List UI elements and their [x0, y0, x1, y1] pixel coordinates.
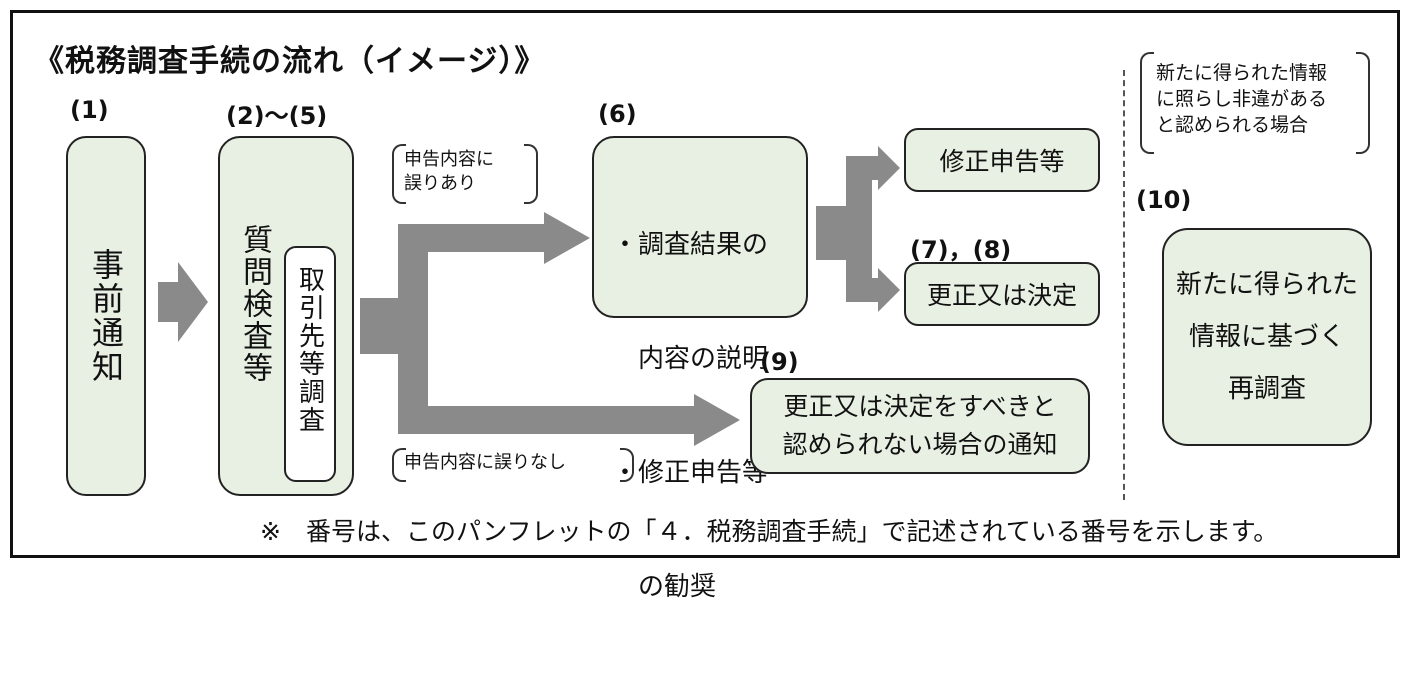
- explanation-line3: ・修正申告等: [612, 458, 769, 488]
- diagram-frame: [10, 10, 1400, 558]
- error-note-line1: 申告内容に: [404, 149, 494, 170]
- reinvestigation-line1: 新たに得られた: [1175, 270, 1358, 300]
- questioning-label: 質問検査等: [237, 224, 272, 384]
- diagram-title: 《税務調査手続の流れ（イメージ）》: [34, 44, 546, 79]
- no-correction-notice-box: 更正又は決定をすべきと 認められない場合の通知: [750, 378, 1090, 474]
- step-number-9: (9): [760, 348, 799, 376]
- correction-box: 更正又は決定: [904, 262, 1100, 326]
- correction-label: 更正又は決定: [926, 281, 1077, 310]
- branch-stem-explanation: [816, 206, 850, 260]
- new-info-bracket-left: [1140, 52, 1154, 154]
- error-bracket-left: [392, 144, 406, 204]
- arrow-notice-to-questioning: [158, 262, 208, 342]
- reinvestigation-line3: 再調査: [1227, 374, 1306, 404]
- step-number-10: (10): [1136, 186, 1192, 214]
- arrow-to-explanation: [398, 224, 548, 252]
- new-info-bracket-right: [1356, 52, 1370, 154]
- new-info-line2: に照らし非違がある: [1156, 88, 1328, 110]
- no-error-bracket-right: [620, 448, 634, 482]
- arrow-to-no-correction: [398, 406, 698, 434]
- new-info-line3: と認められる場合: [1156, 114, 1309, 136]
- footer-note: ※ 番号は、このパンフレットの「４．税務調査手続」で記述されている番号を示します…: [260, 517, 1279, 546]
- branch-stem-questioning: [360, 298, 400, 354]
- no-error-note: 申告内容に誤りなし: [404, 452, 566, 473]
- prior-notice-label: 事前通知: [87, 248, 125, 384]
- step-number-6: (6): [598, 100, 637, 128]
- step-number-2-5: (2)〜(5): [226, 102, 328, 130]
- error-present-note: 申告内容に 誤りあり: [404, 148, 494, 196]
- prior-notice-box: 事前通知: [66, 136, 146, 496]
- questioning-box: 質問検査等 取引先等調査: [218, 136, 354, 496]
- error-note-line2: 誤りあり: [404, 173, 476, 194]
- client-survey-label: 取引先等調査: [294, 266, 325, 434]
- explanation-line1: ・調査結果の: [612, 230, 769, 260]
- section-divider: [1123, 70, 1125, 500]
- step-number-7-8: (7)，(8): [910, 236, 1012, 264]
- amended-return-box: 修正申告等: [904, 128, 1100, 192]
- reinvestigation-line2: 情報に基づく: [1188, 322, 1345, 352]
- explanation-line2: 内容の説明: [612, 344, 769, 374]
- explanation-line4: の勧奨: [612, 572, 717, 602]
- step-number-1: (1): [70, 96, 109, 124]
- amended-return-label: 修正申告等: [939, 147, 1065, 176]
- no-correction-line1: 更正又は決定をすべきと: [783, 392, 1057, 421]
- no-error-bracket-left: [392, 448, 406, 482]
- flow-arrows: [158, 146, 900, 446]
- arrow-to-amended: [846, 156, 880, 180]
- explanation-box: ・調査結果の 内容の説明 ・修正申告等 の勧奨: [592, 136, 808, 602]
- branch-trunk-questioning: [398, 224, 428, 434]
- arrow-to-correction: [846, 278, 880, 302]
- new-info-line1: 新たに得られた情報: [1156, 62, 1328, 84]
- new-info-note: 新たに得られた情報 に照らし非違がある と認められる場合: [1156, 60, 1327, 138]
- client-survey-box: 取引先等調査: [284, 246, 336, 482]
- reinvestigation-box: 新たに得られた 情報に基づく 再調査: [1162, 228, 1372, 446]
- error-bracket-right: [524, 144, 538, 204]
- no-correction-line2: 認められない場合の通知: [782, 430, 1058, 459]
